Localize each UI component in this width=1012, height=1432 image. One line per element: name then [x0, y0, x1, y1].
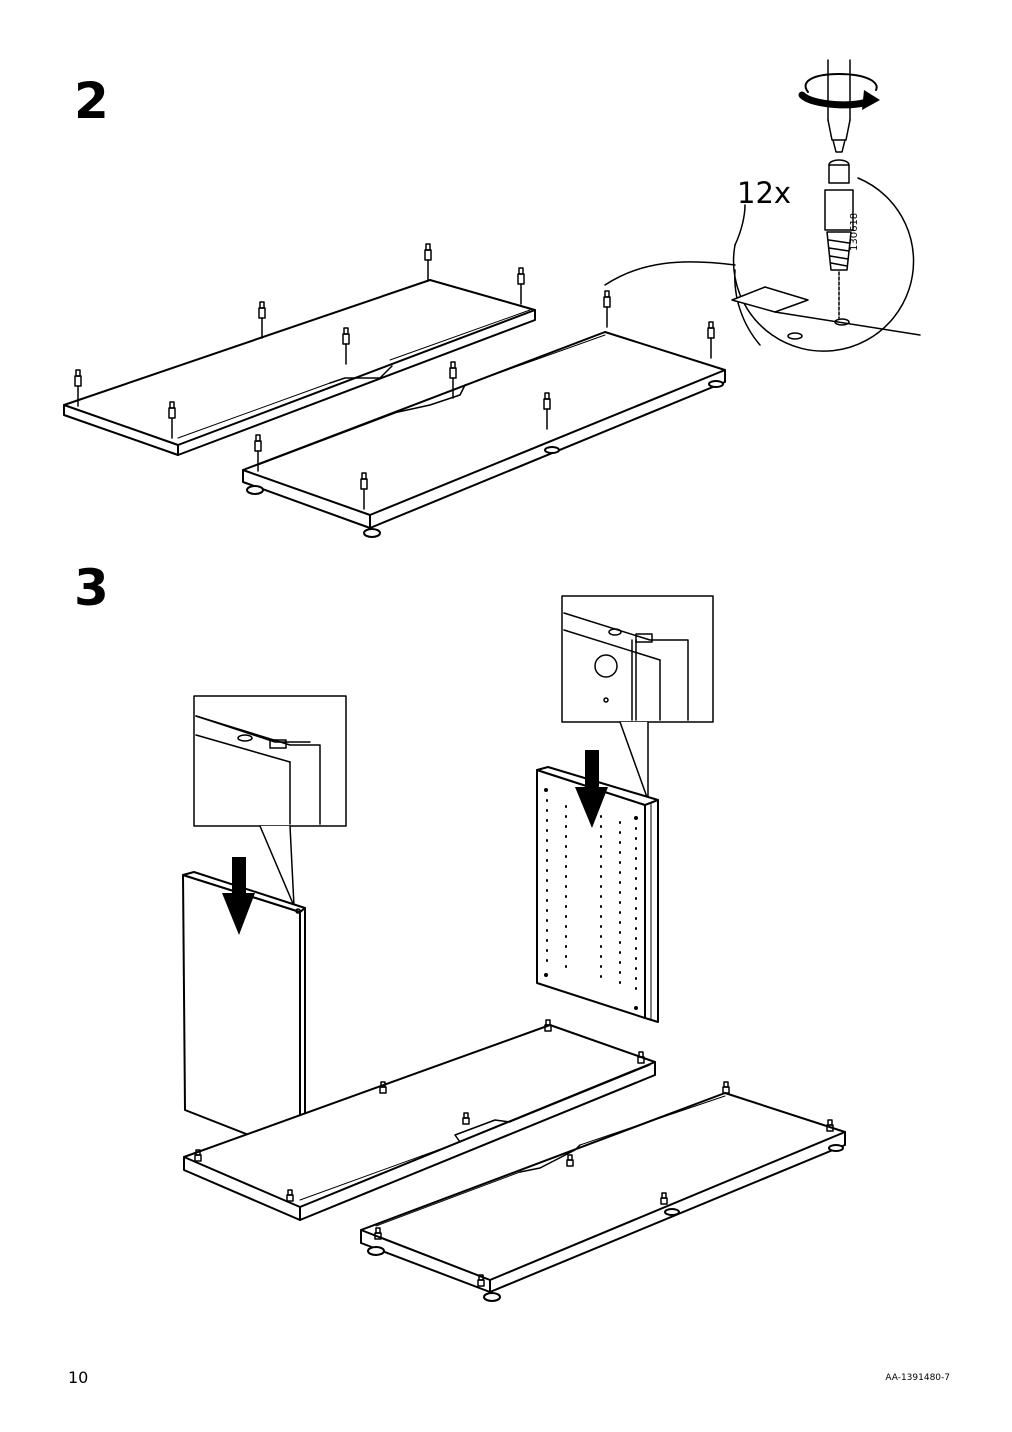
cam-dowel-icon — [194, 1019, 834, 1287]
document-code: AA-1391480-7 — [885, 1373, 950, 1383]
step2-left-panel — [63, 279, 536, 456]
cam-dowel-icon — [74, 243, 715, 510]
screwdriver-icon — [827, 59, 851, 153]
step3-right-base-panel — [360, 1092, 846, 1302]
step-2-number: 2 — [74, 72, 109, 130]
down-arrow-icon — [222, 857, 255, 935]
step3-callout-left — [193, 695, 347, 907]
part-number-label: 130618 — [849, 212, 860, 251]
rotate-arrow-icon — [798, 73, 880, 110]
step2-right-panel — [242, 331, 726, 538]
down-arrow-icon — [575, 750, 608, 828]
step3-left-base-panel — [183, 1024, 656, 1221]
step3-callout-right — [561, 595, 714, 801]
page-number: 10 — [68, 1368, 89, 1387]
step2-detail-callout — [604, 177, 921, 352]
step-3-number: 3 — [74, 559, 109, 617]
quantity-label: 12x — [737, 176, 792, 210]
cam-dowel-icon — [824, 159, 854, 319]
